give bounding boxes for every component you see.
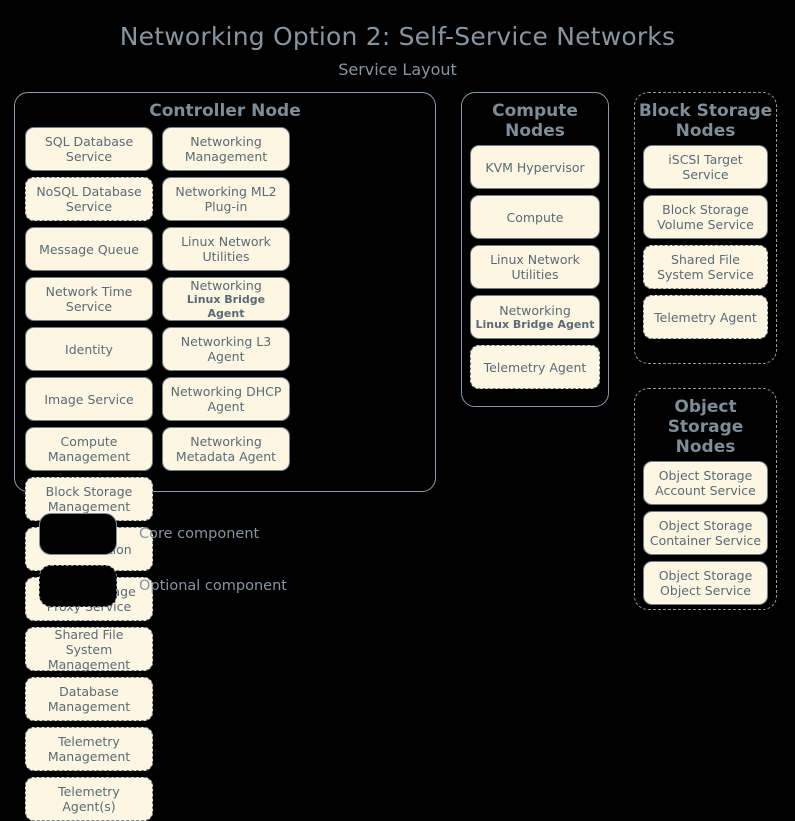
service-label: Identity xyxy=(65,341,113,357)
service-label: Block Storage Volume Service xyxy=(657,202,754,233)
legend-swatch-core xyxy=(39,513,117,555)
service-label: Networking Management xyxy=(184,134,268,165)
node-controller-title: Controller Node xyxy=(149,101,301,121)
service-label: Linux Network Utilities xyxy=(490,252,580,283)
service-label: Compute xyxy=(506,209,564,225)
service-label: Object Storage Account Service xyxy=(655,468,756,499)
service-label: Object Storage Object Service xyxy=(658,568,753,599)
service-label: KVM Hypervisor xyxy=(485,159,585,175)
service-label: Compute Management xyxy=(47,434,131,465)
service-label: Shared File System Service xyxy=(657,252,754,283)
legend-row-optional: Optional component xyxy=(14,560,414,612)
service-box[interactable]: KVM Hypervisor xyxy=(470,145,600,190)
service-box[interactable]: Networking Metadata Agent xyxy=(162,427,290,472)
service-box[interactable]: Networking ML2 Plug-in xyxy=(162,177,290,222)
service-label: Networking xyxy=(499,303,571,318)
node-object-storage: Object Storage Nodes Object Storage Acco… xyxy=(634,388,777,610)
legend-row-core: Core component xyxy=(14,508,414,560)
service-label: Telemetry Agent xyxy=(654,309,757,325)
service-box[interactable]: Block Storage Volume Service xyxy=(643,195,768,240)
page-subtitle: Service Layout xyxy=(338,60,457,79)
service-box[interactable]: Object Storage Account Service xyxy=(643,461,768,506)
service-box[interactable]: Telemetry Agent xyxy=(643,295,768,340)
legend-label-optional: Optional component xyxy=(139,578,287,594)
service-label: Database Management xyxy=(47,684,131,715)
service-box[interactable]: Networking L3 Agent xyxy=(162,327,290,372)
service-label: Network Time Service xyxy=(45,284,133,315)
service-box[interactable]: Linux Network Utilities xyxy=(162,227,290,272)
service-label: Shared File System Management xyxy=(47,626,131,672)
legend-swatch-optional xyxy=(39,565,117,607)
service-label: Telemetry Agent(s) xyxy=(58,784,120,815)
diagram-canvas: Networking Option 2: Self-Service Networ… xyxy=(14,22,777,821)
service-label: Message Queue xyxy=(39,241,139,257)
service-box[interactable]: iSCSI Target Service xyxy=(643,145,768,190)
node-compute-title: Compute Nodes xyxy=(492,101,578,142)
service-box[interactable]: Database Management xyxy=(25,677,153,722)
service-label: SQL Database Service xyxy=(44,134,134,165)
node-block-storage-title: Block Storage Nodes xyxy=(638,101,773,142)
service-box[interactable]: Linux Network Utilities xyxy=(470,245,600,290)
service-box[interactable]: Message Queue xyxy=(25,227,153,272)
service-label: Image Service xyxy=(44,391,134,407)
service-label: Networking ML2 Plug-in xyxy=(175,184,277,215)
service-box[interactable]: Telemetry Agent(s) xyxy=(25,777,153,821)
page-title: Networking Option 2: Self-Service Networ… xyxy=(119,22,676,51)
service-label: NoSQL Database Service xyxy=(36,184,142,215)
service-label: Networking DHCP Agent xyxy=(170,384,282,415)
service-label: Linux Network Utilities xyxy=(181,234,271,265)
service-label: Telemetry Management xyxy=(47,734,131,765)
service-box[interactable]: Networking DHCP Agent xyxy=(162,377,290,422)
service-box[interactable]: Compute xyxy=(470,195,600,240)
service-box[interactable]: Identity xyxy=(25,327,153,372)
service-box[interactable]: Compute Management xyxy=(25,427,153,472)
service-label: Block Storage Management xyxy=(45,484,133,515)
node-block-storage: Block Storage Nodes iSCSI Target Service… xyxy=(634,92,777,364)
node-object-storage-title: Object Storage Nodes xyxy=(667,397,744,458)
service-box[interactable]: Image Service xyxy=(25,377,153,422)
service-label: Networking L3 Agent xyxy=(180,334,272,365)
service-box[interactable]: SQL Database Service xyxy=(25,127,153,172)
service-sublabel: Linux Bridge Agent xyxy=(186,293,266,320)
service-label: Networking Metadata Agent xyxy=(175,434,277,465)
legend: Core component Optional component xyxy=(14,508,414,612)
service-box[interactable]: Shared File System Service xyxy=(643,245,768,290)
service-box[interactable]: Telemetry Management xyxy=(25,727,153,772)
service-label: iSCSI Target Service xyxy=(668,152,743,183)
service-label: Telemetry Agent xyxy=(483,359,587,375)
service-label: Networking xyxy=(190,278,262,294)
service-box[interactable]: Shared File System Management xyxy=(25,626,153,672)
service-sublabel: Linux Bridge Agent xyxy=(475,318,595,331)
service-label: Object Storage Container Service xyxy=(649,518,762,549)
service-box[interactable]: Object Storage Container Service xyxy=(643,511,768,556)
service-box[interactable]: Network Time Service xyxy=(25,277,153,322)
service-box[interactable]: Networking Management xyxy=(162,127,290,172)
service-box[interactable]: Object Storage Object Service xyxy=(643,561,768,606)
legend-label-core: Core component xyxy=(139,526,260,542)
service-box[interactable]: NoSQL Database Service xyxy=(25,177,153,222)
service-box[interactable]: Telemetry Agent xyxy=(470,345,600,390)
